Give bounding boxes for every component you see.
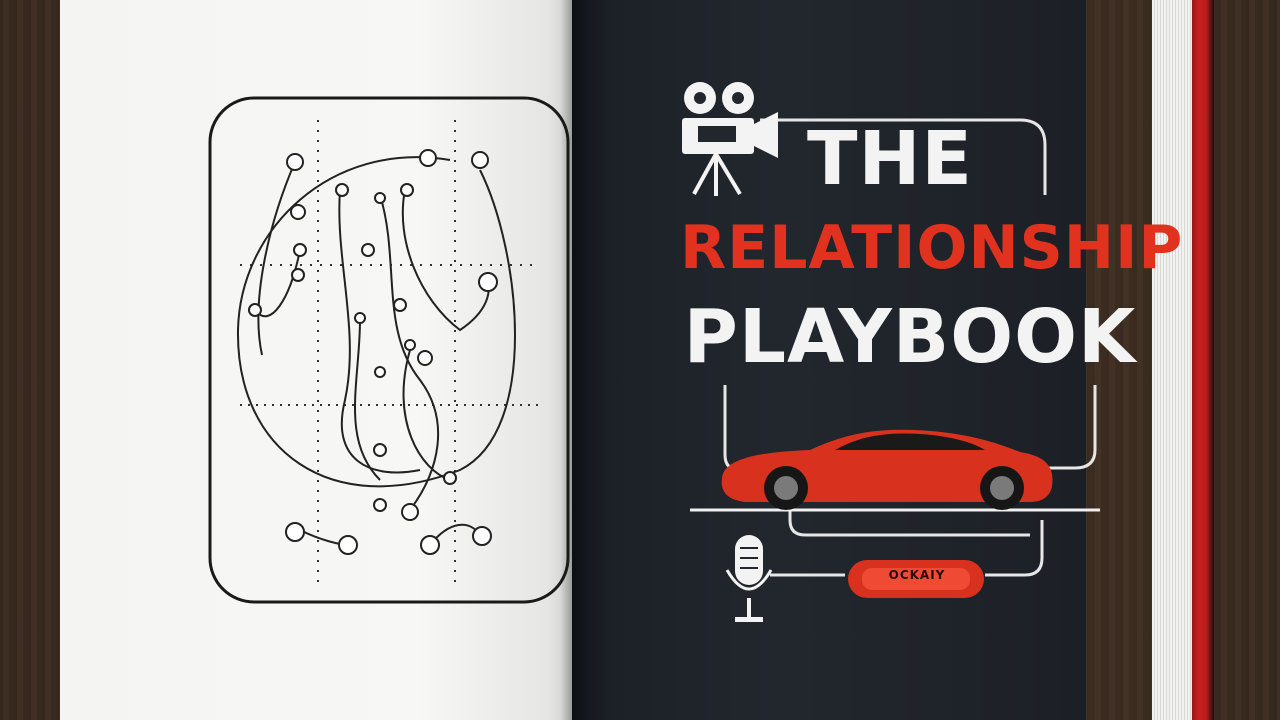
left-page: [60, 0, 572, 720]
title-line-relationship: RELATIONSHIP: [680, 213, 1184, 283]
hash-marks: [240, 120, 540, 590]
title-line-playbook: PLAYBOOK: [683, 294, 1137, 380]
title-line-the: THE: [807, 116, 973, 202]
film-camera-icon: [682, 82, 778, 196]
sports-car-icon: [721, 429, 1053, 510]
microphone-icon: [725, 535, 773, 622]
red-badge-icon: [848, 560, 984, 598]
book-title: THE RELATIONSHIP PLAYBOOK: [680, 122, 1184, 380]
badge-text: OCKAIY: [888, 568, 946, 582]
book-cover-right-edge: [1188, 0, 1214, 720]
page-stack-right: [1152, 0, 1192, 720]
book-gutter: [560, 0, 584, 720]
player-markers: [248, 149, 498, 555]
play-routes: [236, 156, 516, 546]
